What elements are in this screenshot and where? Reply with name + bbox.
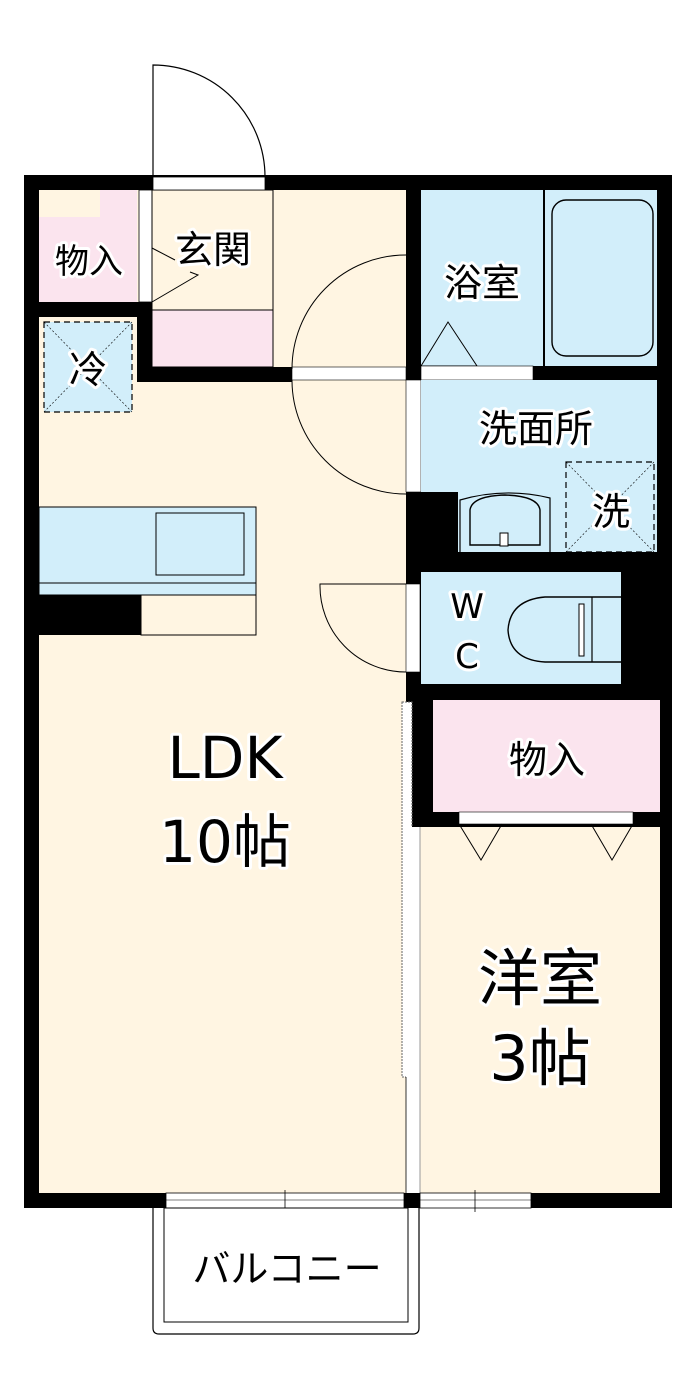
label-balcony: バルコニー (192, 1247, 381, 1291)
window-western (419, 1192, 532, 1209)
label-ldk-size: 10帖 (159, 808, 291, 876)
label-washroom: 洗面所 (479, 407, 593, 451)
bath-room (421, 190, 543, 367)
label-storage-entry: 物入 (55, 242, 123, 282)
storage-door-swing (151, 247, 176, 261)
storage-entry-door (138, 189, 153, 303)
label-western-size: 3帖 (489, 1022, 590, 1095)
closet-door-left (458, 823, 503, 861)
label-washer: 洗 (592, 490, 630, 534)
entrance-door (152, 64, 266, 178)
wash-basin (459, 492, 551, 557)
ldk-door-swing (291, 254, 407, 495)
label-wc-w: W (450, 587, 484, 627)
label-bath: 浴室 (444, 261, 520, 305)
closet-door-right (590, 823, 634, 861)
label-wc-c: C (455, 637, 479, 677)
label-fridge: 冷 (69, 348, 107, 392)
label-entrance: 玄関 (175, 228, 251, 272)
label-storage-west: 物入 (509, 738, 585, 782)
label-ldk-name: LDK (167, 724, 284, 792)
balcony (152, 1208, 420, 1335)
storage-west (433, 700, 660, 812)
toilet (507, 596, 621, 663)
bathtub (551, 199, 654, 357)
wc-door-swing (319, 583, 407, 673)
label-western-name: 洋室 (478, 942, 602, 1015)
western-room-floor (420, 827, 660, 1193)
entrance-step (151, 309, 274, 368)
storage-entry-area (39, 190, 137, 302)
kitchen-sink (155, 512, 245, 576)
